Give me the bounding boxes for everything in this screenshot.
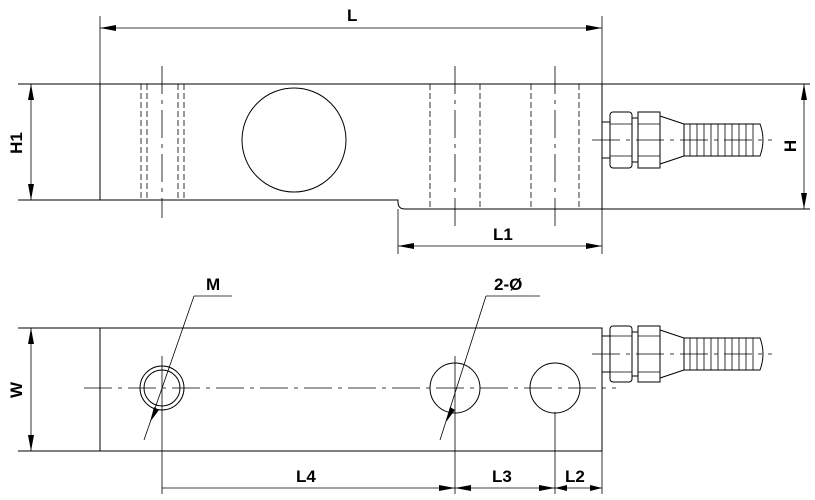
dimension-l1: L1 [397, 209, 603, 254]
cable-gland-plan [592, 325, 772, 383]
gauge-pocket-circle [241, 87, 347, 193]
leader-m: M [143, 275, 232, 441]
dimension-l: L [99, 6, 603, 84]
side-view-body [99, 83, 603, 210]
label-l3: L3 [492, 467, 512, 486]
dimension-h1: H1 [7, 84, 34, 200]
leader-hole: 2-Ø [439, 275, 540, 441]
plan-view: M 2-Ø [7, 275, 772, 494]
label-w: W [7, 381, 26, 398]
plan-view-body [99, 327, 603, 452]
dimension-l2: L2 [555, 467, 602, 491]
dimension-l3: L3 [455, 467, 555, 491]
cable-gland-side [592, 111, 772, 169]
label-l1: L1 [493, 225, 513, 244]
label-m: M [206, 275, 220, 294]
label-h: H [781, 140, 800, 152]
dimension-h: H [781, 84, 807, 209]
label-h1: H1 [7, 132, 26, 154]
label-l4: L4 [296, 467, 316, 486]
dimension-l4: L4 [162, 467, 455, 491]
dimension-w: W [7, 328, 34, 451]
label-l2: L2 [565, 467, 585, 486]
label-hole: 2-Ø [494, 275, 522, 294]
side-view: L H1 H L1 [7, 6, 810, 254]
label-l: L [347, 6, 357, 25]
